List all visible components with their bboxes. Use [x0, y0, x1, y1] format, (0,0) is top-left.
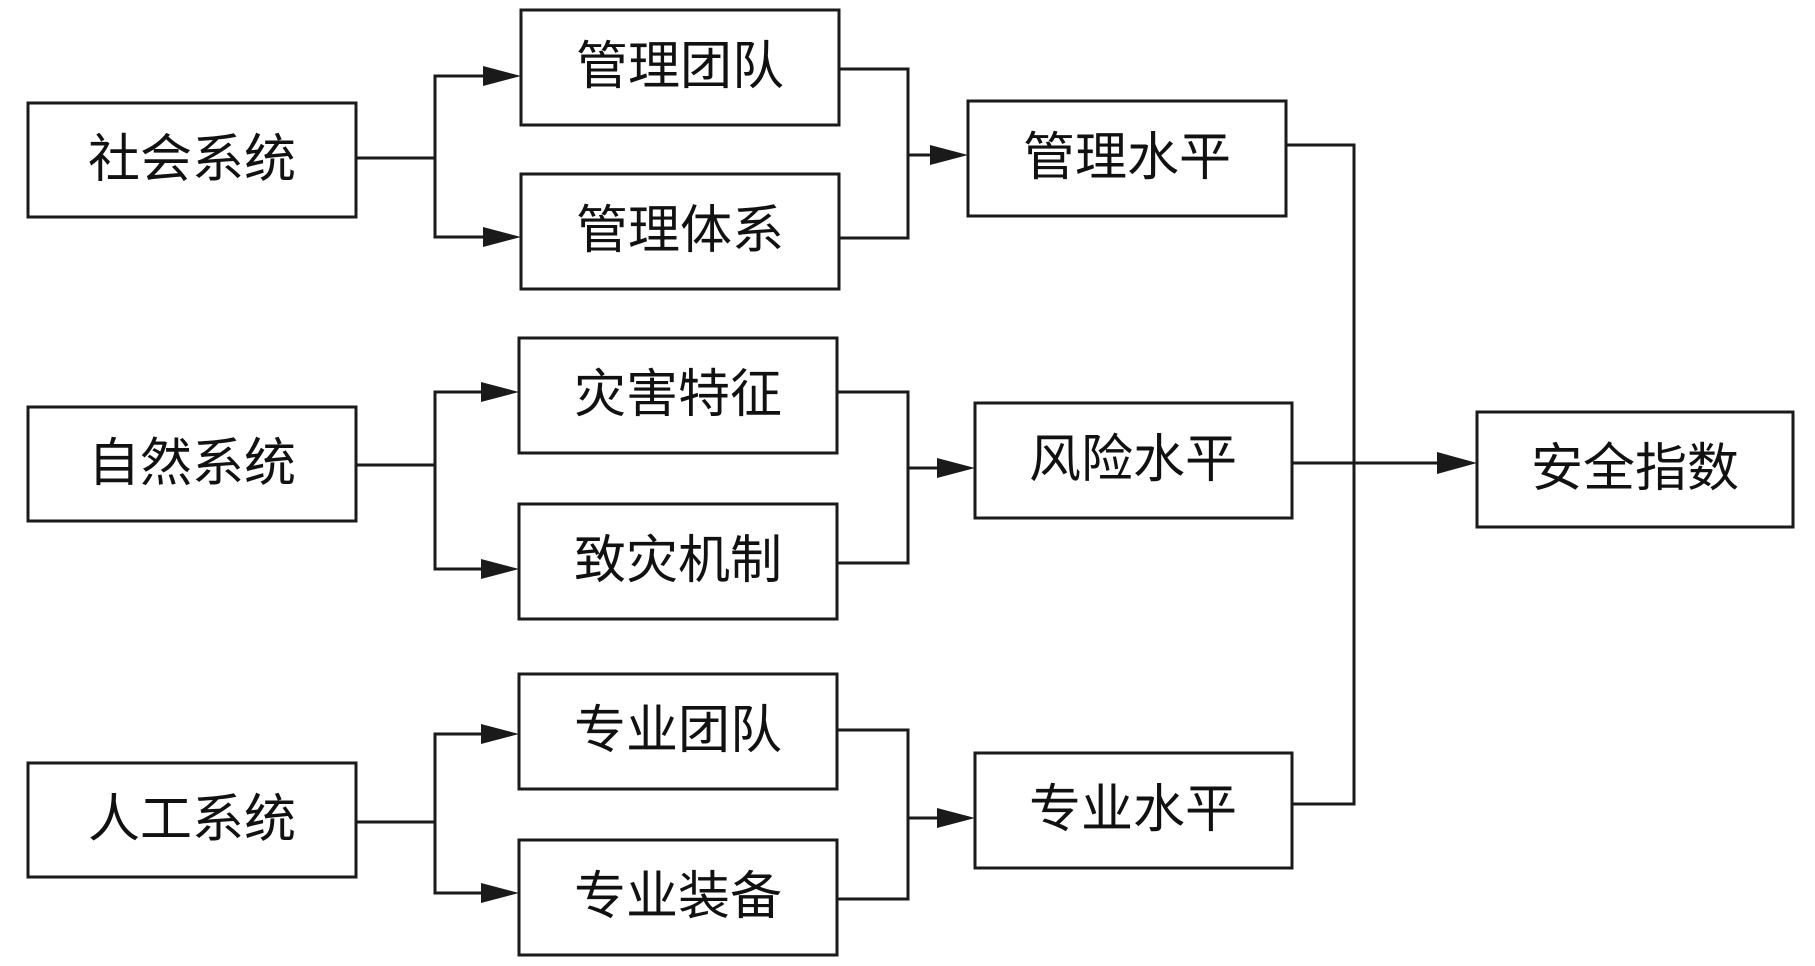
- node-label: 自然系统: [88, 434, 296, 494]
- node-social-system: 社会系统: [26, 101, 358, 219]
- node-pro-level: 专业水平: [973, 751, 1294, 870]
- arrowhead-to-disaster-features: [481, 382, 519, 402]
- arrowhead-to-mgmt-system: [483, 227, 521, 247]
- arrowhead-to-mgmt-team: [483, 66, 521, 86]
- node-disaster-mechanism: 致灾机制: [517, 502, 839, 621]
- node-label: 专业水平: [1029, 780, 1237, 840]
- node-disaster-features: 灾害特征: [517, 336, 839, 455]
- arrowhead-to-disaster-mechanism: [481, 559, 519, 579]
- arrowhead-to-pro-team: [481, 724, 519, 744]
- connector-mgmt-team-to-mgmt-level: [839, 67, 910, 240]
- arrowhead-to-mgmt-level: [930, 145, 968, 165]
- node-pro-equipment: 专业装备: [517, 838, 839, 957]
- node-label: 管理团队: [576, 37, 784, 97]
- arrowhead-to-risk-level: [937, 458, 975, 478]
- node-label: 社会系统: [88, 130, 296, 190]
- node-label: 专业装备: [574, 867, 782, 927]
- node-label: 人工系统: [88, 790, 296, 850]
- node-pro-team: 专业团队: [517, 672, 839, 791]
- connector-natural-to-disaster-mechanism: [433, 465, 506, 571]
- node-label: 专业团队: [574, 701, 782, 761]
- connector-natural-to-disaster-features: [356, 390, 506, 467]
- node-risk-level: 风险水平: [973, 401, 1294, 520]
- connectors: [356, 67, 1442, 901]
- node-natural-system: 自然系统: [26, 405, 358, 523]
- node-label: 管理水平: [1023, 128, 1231, 188]
- node-mgmt-level: 管理水平: [966, 99, 1288, 218]
- node-label: 致灾机制: [574, 531, 782, 591]
- node-label: 灾害特征: [574, 365, 782, 425]
- connector-social-to-mgmt-system: [433, 158, 508, 239]
- connector-mgmt-level-to-trunk: [1286, 143, 1356, 806]
- node-mgmt-system: 管理体系: [519, 172, 841, 291]
- connector-social-to-mgmt-team: [356, 74, 508, 160]
- node-label: 安全指数: [1531, 439, 1739, 499]
- arrowhead-to-pro-level: [937, 808, 975, 828]
- arrowheads: [481, 66, 1477, 903]
- node-label: 管理体系: [576, 201, 784, 261]
- node-label: 风险水平: [1029, 430, 1237, 490]
- connector-disaster-to-risk-level: [837, 390, 910, 565]
- connector-artificial-to-pro-team: [356, 732, 506, 824]
- connector-artificial-to-pro-equipment: [433, 822, 506, 895]
- arrowhead-to-pro-equipment: [481, 883, 519, 903]
- node-safety-index: 安全指数: [1475, 410, 1795, 529]
- node-mgmt-team: 管理团队: [519, 8, 841, 127]
- connector-pro-to-pro-level: [837, 728, 910, 901]
- arrowhead-to-safety-index: [1437, 452, 1477, 474]
- node-artificial-system: 人工系统: [26, 761, 358, 879]
